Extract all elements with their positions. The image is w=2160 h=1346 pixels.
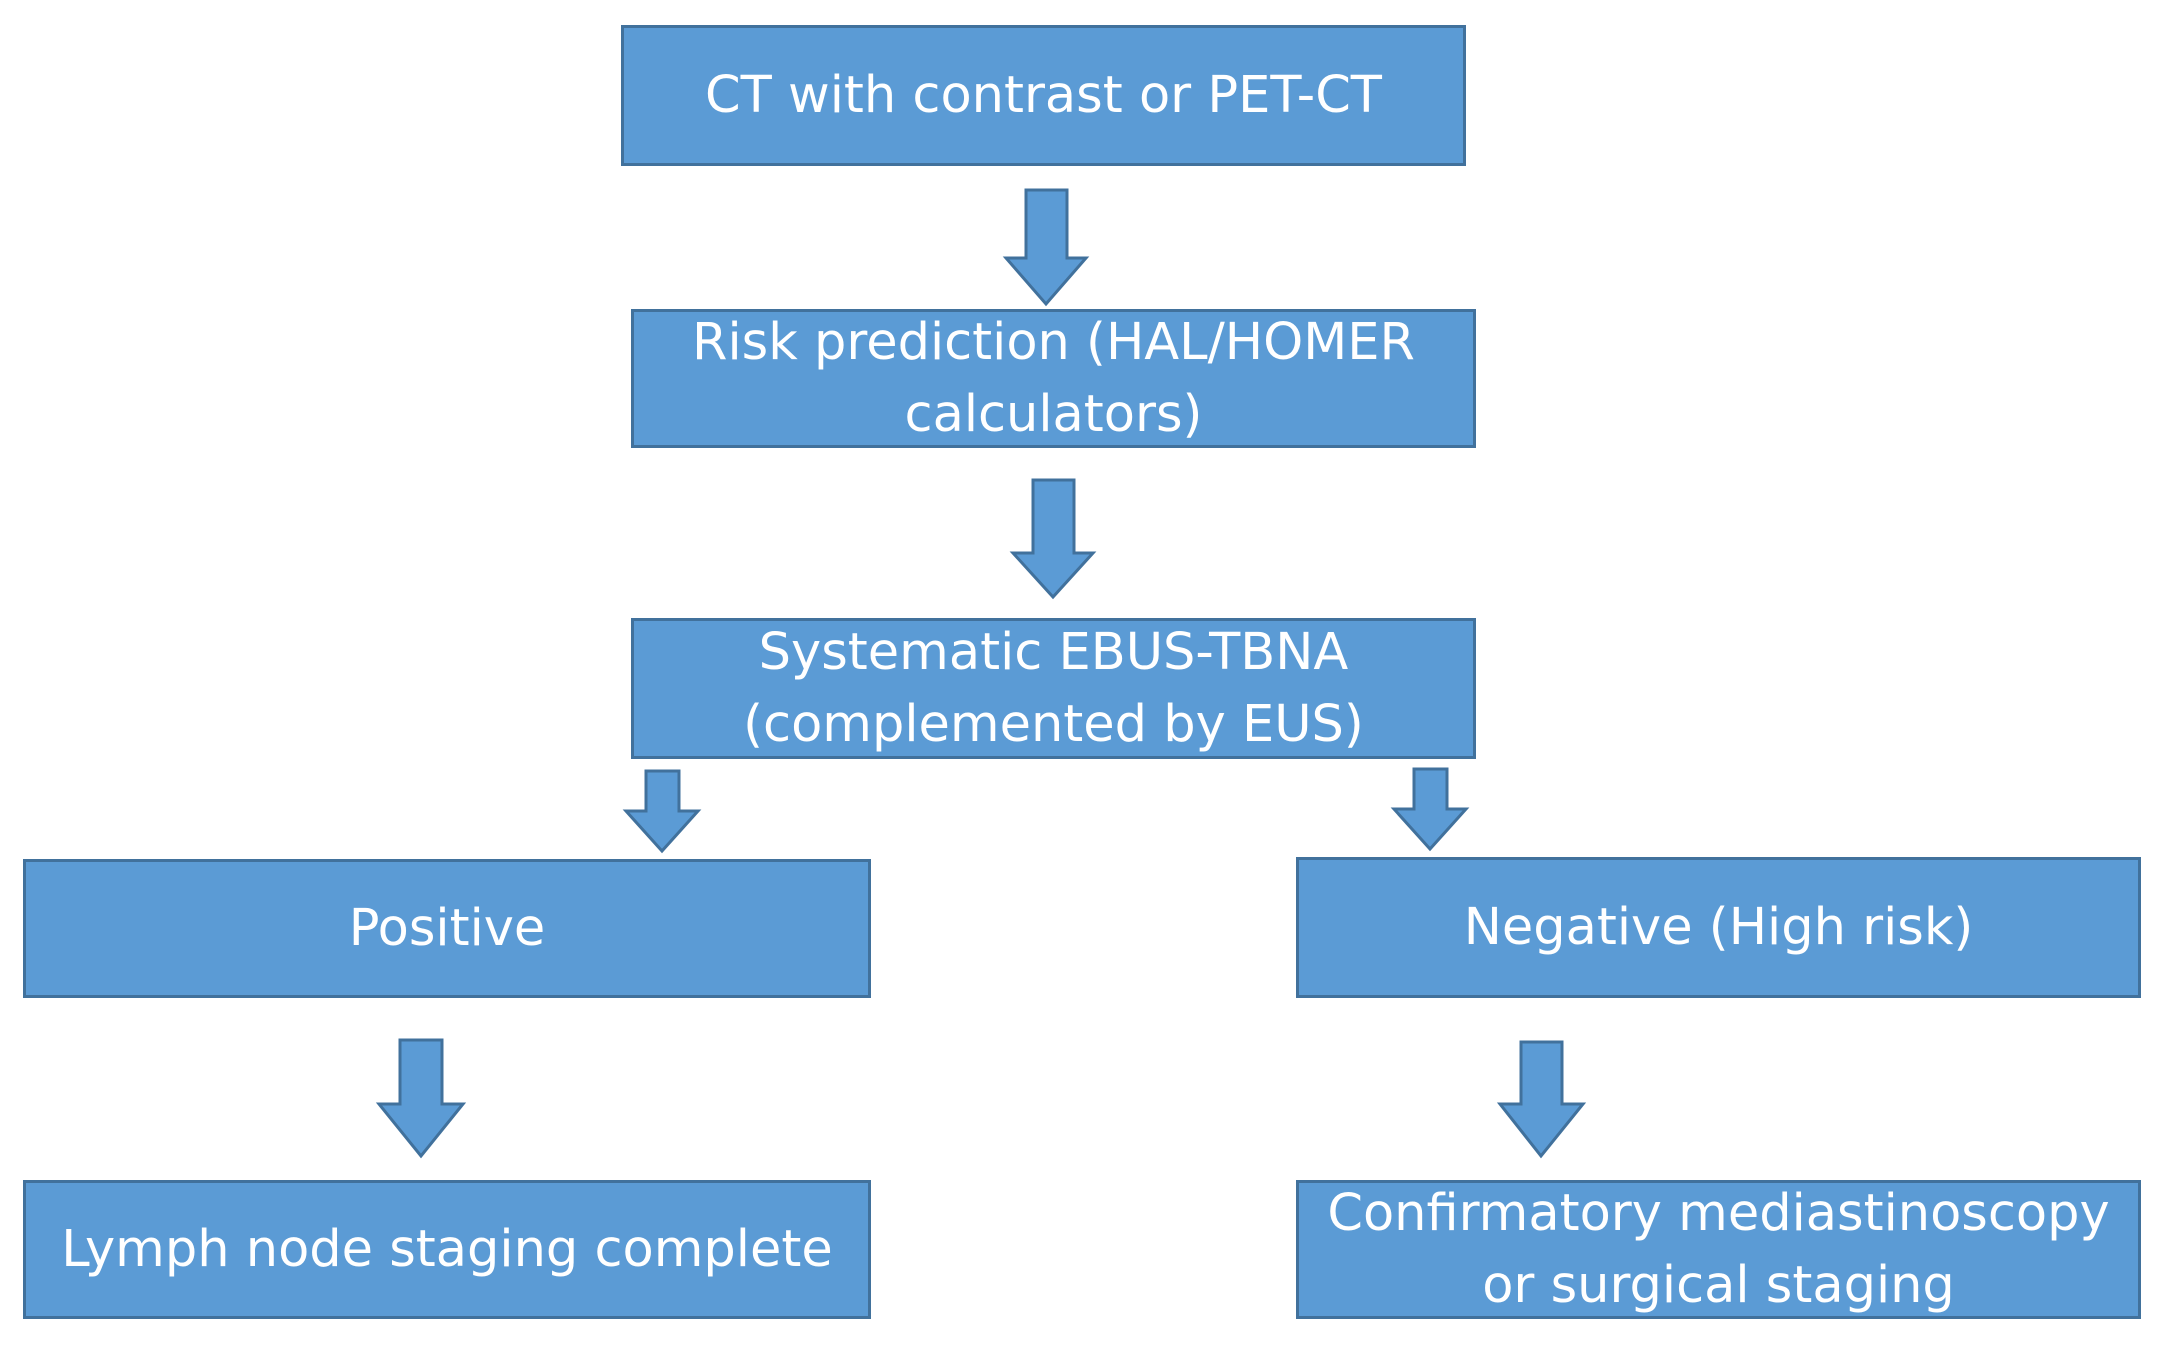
arrow-negative-to-confirmatory	[1496, 1040, 1587, 1159]
node-confirmatory-staging: Confirmatory mediastinoscopy or surgical…	[1296, 1180, 2141, 1319]
node-imaging-label: CT with contrast or PET-CT	[705, 65, 1382, 125]
arrow-positive-to-complete	[375, 1038, 467, 1159]
arrow-ebus-to-negative	[1390, 767, 1470, 852]
arrow-imaging-to-risk	[1002, 188, 1090, 307]
node-ebus-tbna-line-1: Systematic EBUS-TBNA	[758, 622, 1349, 682]
node-risk-prediction-line-2: calculators)	[904, 384, 1203, 444]
node-negative-high-risk-label: Negative (High risk)	[1463, 897, 1974, 957]
node-imaging: CT with contrast or PET-CT	[621, 25, 1466, 166]
arrow-ebus-to-positive	[622, 769, 702, 854]
node-confirmatory-staging-line-2: or surgical staging	[1482, 1255, 1955, 1315]
arrow-risk-to-ebus	[1009, 478, 1097, 600]
node-positive-label: Positive	[348, 898, 546, 958]
node-staging-complete-label: Lymph node staging complete	[61, 1219, 833, 1279]
node-confirmatory-staging-line-1: Confirmatory mediastinoscopy	[1327, 1183, 2110, 1243]
node-staging-complete: Lymph node staging complete	[23, 1180, 871, 1319]
node-risk-prediction-line-1: Risk prediction (HAL/HOMER	[692, 312, 1415, 372]
node-ebus-tbna-line-2: (complemented by EUS)	[743, 694, 1364, 754]
node-positive: Positive	[23, 859, 871, 998]
node-negative-high-risk: Negative (High risk)	[1296, 857, 2141, 998]
node-risk-prediction: Risk prediction (HAL/HOMER calculators)	[631, 309, 1476, 448]
node-ebus-tbna: Systematic EBUS-TBNA (complemented by EU…	[631, 618, 1476, 759]
